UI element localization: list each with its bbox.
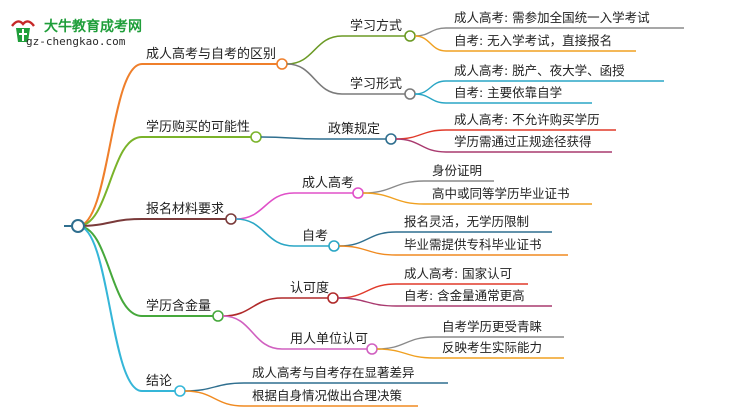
leaf-connector <box>362 192 425 205</box>
subbranch-connector <box>260 136 321 140</box>
branch-node <box>174 385 186 397</box>
leaf-connector <box>337 283 397 299</box>
branch-node <box>276 58 288 70</box>
leaf-label: 根据自身情况做出合理决策 <box>252 388 403 403</box>
branch-label: 成人高考与自考的区别 <box>146 46 276 62</box>
leaf-connector <box>414 93 447 104</box>
subbranch-label: 用人单位认可 <box>290 332 368 347</box>
subbranch-label: 学习形式 <box>350 76 402 92</box>
subbranch-label: 学习方式 <box>350 18 402 34</box>
leaf-label: 自考: 主要依靠自学 <box>454 85 562 100</box>
branch-label: 结论 <box>146 374 172 389</box>
subbranch-node <box>404 88 416 100</box>
leaf-connector <box>414 35 447 52</box>
leaf-connector <box>395 138 447 153</box>
subbranch-connector <box>235 192 295 220</box>
leaf-connector <box>376 336 435 350</box>
leaf-label: 报名灵活，无学历限制 <box>404 214 529 229</box>
leaf-connector <box>184 382 245 392</box>
leaf-label: 高中或同等学历毕业证书 <box>432 186 570 201</box>
leaf-label: 毕业需提供专科毕业证书 <box>404 237 542 252</box>
subbranch-label: 成人高考 <box>302 175 354 191</box>
site-logo[interactable]: 大牛教育成考网 gz-chengkao.com <box>6 14 176 50</box>
branch-node <box>250 131 262 143</box>
leaf-label: 反映考生实际能力 <box>442 340 542 355</box>
leaf-label: 学历需通过正规途径获得 <box>454 134 592 149</box>
bull-logo-icon <box>11 20 35 42</box>
branch-node <box>212 310 224 322</box>
leaf-connector <box>414 27 447 37</box>
leaf-label: 成人高考: 国家认可 <box>404 266 512 281</box>
leaf-connector <box>362 180 425 194</box>
leaf-label: 身份证明 <box>432 163 482 178</box>
subbranch-label: 政策规定 <box>328 121 380 137</box>
subbranch-connector <box>286 63 343 95</box>
branch-node <box>225 213 237 225</box>
leaf-label: 成人高考与自考存在显著差异 <box>252 365 415 380</box>
leaf-connector <box>337 297 397 307</box>
subbranch-label: 自考 <box>302 229 328 244</box>
branch-connector <box>77 225 143 392</box>
leaf-label: 成人高考: 脱产、夜大学、函授 <box>454 63 625 78</box>
subbranch-label: 认可度 <box>290 280 329 296</box>
branch-label: 学历购买的可能性 <box>146 119 250 135</box>
subbranch-connector <box>235 218 295 247</box>
subbranch-node <box>352 187 364 199</box>
leaf-connector <box>414 80 447 95</box>
leaf-connector <box>184 390 245 407</box>
leaf-label: 自考: 含金量通常更高 <box>404 288 525 303</box>
leaf-label: 自考学历更受青睐 <box>442 319 543 334</box>
root-node <box>71 219 85 233</box>
subbranch-node <box>385 133 397 145</box>
subbranch-connector <box>286 35 343 65</box>
branch-connector <box>77 218 143 227</box>
branch-label: 学历含金量 <box>146 298 211 314</box>
branch-connector <box>77 225 143 317</box>
subbranch-node <box>328 240 340 252</box>
branch-label: 报名材料要求 <box>146 201 224 217</box>
logo-url: gz-chengkao.com <box>26 35 126 48</box>
leaf-connector <box>376 348 435 359</box>
branch-connector <box>77 63 143 227</box>
subbranch-node <box>404 30 416 42</box>
leaf-connector <box>395 129 447 140</box>
subbranch-connector <box>222 315 283 350</box>
leaf-label: 成人高考: 不允许购买学历 <box>454 112 600 127</box>
leaf-label: 自考: 无入学考试，直接报名 <box>454 33 612 48</box>
leaf-connector <box>338 231 397 247</box>
subbranch-connector <box>222 297 283 317</box>
leaf-label: 成人高考: 需参加全国统一入学考试 <box>454 10 650 25</box>
logo-title: 大牛教育成考网 <box>44 19 142 35</box>
subbranch-node <box>327 292 339 304</box>
branch-connector <box>77 136 143 227</box>
leaf-connector <box>338 245 397 256</box>
subbranch-node <box>366 343 378 355</box>
